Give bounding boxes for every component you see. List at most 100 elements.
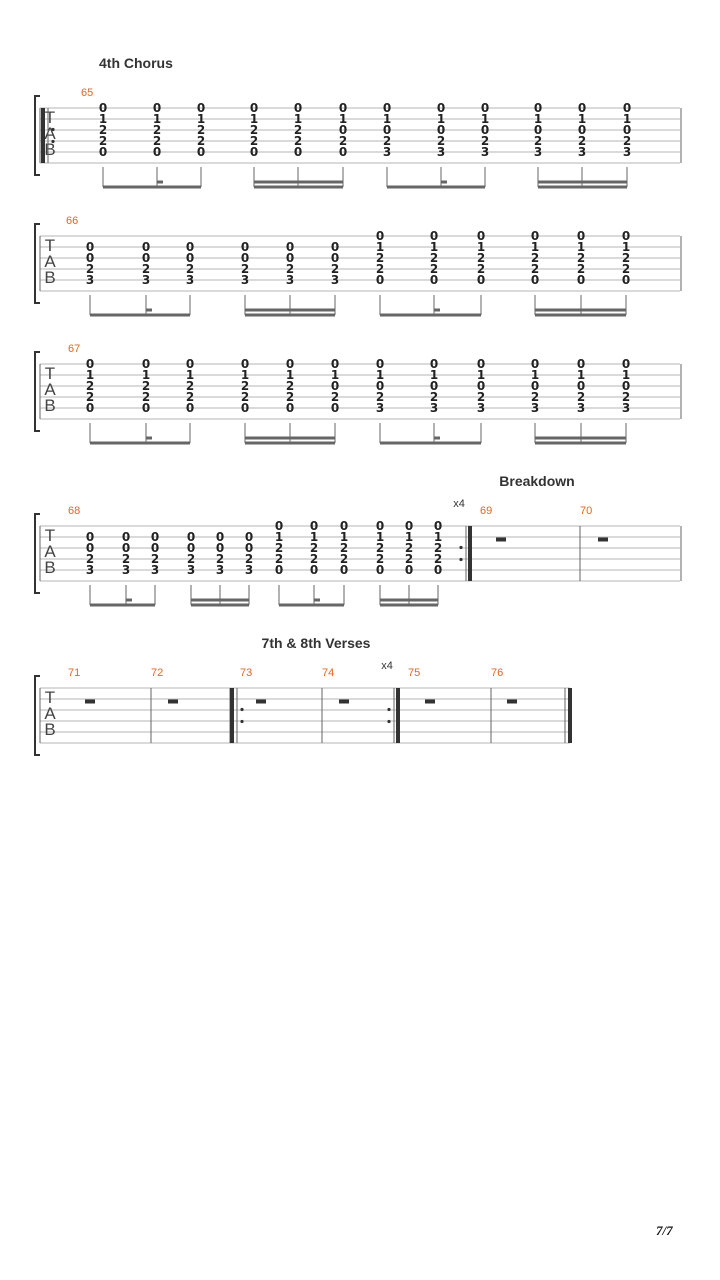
fret-number: 3: [216, 563, 224, 577]
fret-number: 1: [310, 530, 318, 544]
tab-clef-letter: B: [44, 396, 55, 415]
fret-number: 0: [622, 357, 630, 371]
fret-number: 2: [197, 123, 205, 137]
fret-number: 0: [339, 145, 347, 159]
fret-number: 2: [376, 552, 384, 566]
fret-number: 0: [86, 541, 94, 555]
fret-number: 0: [339, 123, 347, 137]
fret-number: 2: [622, 262, 630, 276]
whole-rest: [425, 699, 435, 704]
fret-number: 0: [481, 101, 489, 115]
fret-number: 0: [622, 229, 630, 243]
fret-number: 0: [153, 145, 161, 159]
fret-number: 2: [383, 134, 391, 148]
fret-number: 3: [241, 273, 249, 287]
fret-number: 0: [216, 541, 224, 555]
fret-number: 3: [534, 145, 542, 159]
fret-number: 1: [376, 368, 384, 382]
fret-number: 0: [122, 541, 130, 555]
measure-number: 68: [68, 505, 80, 517]
fret-number: 0: [294, 101, 302, 115]
fret-number: 2: [142, 262, 150, 276]
fret-number: 0: [577, 229, 585, 243]
fret-number: 0: [430, 379, 438, 393]
page-number: 7/7: [656, 1223, 673, 1238]
fret-number: 1: [437, 112, 445, 126]
fret-number: 2: [86, 390, 94, 404]
fret-number: 0: [86, 530, 94, 544]
fret-number: 2: [430, 390, 438, 404]
fret-number: 0: [376, 229, 384, 243]
fret-number: 2: [340, 541, 348, 555]
fret-number: 3: [86, 563, 94, 577]
fret-number: 2: [430, 262, 438, 276]
whole-rest: [85, 699, 95, 704]
fret-number: 2: [186, 262, 194, 276]
tab-clef-letter: B: [44, 268, 55, 287]
fret-number: 2: [531, 262, 539, 276]
fret-number: 3: [331, 273, 339, 287]
fret-number: 2: [405, 541, 413, 555]
tab-clef-letter: B: [44, 140, 55, 159]
measure: 75: [408, 667, 492, 743]
tab-clef-letter: T: [45, 108, 55, 127]
fret-number: 0: [99, 145, 107, 159]
fret-number: 0: [531, 357, 539, 371]
section-heading: 4th Chorus: [99, 55, 173, 71]
system-bracket: [34, 223, 40, 304]
fret-number: 2: [477, 251, 485, 265]
fret-number: 0: [310, 519, 318, 533]
fret-number: 3: [142, 273, 150, 287]
fret-number: 2: [286, 379, 294, 393]
fret-number: 0: [142, 357, 150, 371]
fret-number: 0: [241, 401, 249, 415]
fret-number: 2: [122, 552, 130, 566]
tab-clef-letter: A: [44, 252, 56, 271]
fret-number: 0: [241, 240, 249, 254]
fret-number: 2: [534, 134, 542, 148]
whole-rest: [507, 699, 517, 704]
fret-number: 2: [376, 541, 384, 555]
fret-number: 0: [197, 145, 205, 159]
fret-number: 2: [86, 262, 94, 276]
fret-number: 3: [622, 401, 630, 415]
fret-number: 1: [241, 368, 249, 382]
fret-number: 0: [99, 101, 107, 115]
fret-number: 0: [86, 251, 94, 265]
fret-number: 0: [430, 273, 438, 287]
fret-number: 0: [245, 541, 253, 555]
fret-number: 1: [477, 368, 485, 382]
fret-number: 2: [339, 134, 347, 148]
measure: 73: [230, 667, 323, 743]
tab-clef-letter: B: [44, 720, 55, 739]
fret-number: 0: [241, 357, 249, 371]
repeat-dot: [240, 707, 244, 712]
fret-number: 0: [331, 379, 339, 393]
fret-number: 0: [531, 229, 539, 243]
measure-number: 71: [68, 667, 80, 679]
fret-number: 2: [622, 251, 630, 265]
fret-number: 2: [275, 541, 283, 555]
fret-number: 0: [331, 357, 339, 371]
fret-number: 1: [86, 368, 94, 382]
fret-number: 2: [477, 262, 485, 276]
fret-number: 0: [340, 519, 348, 533]
fret-number: 3: [531, 401, 539, 415]
fret-number: 1: [99, 112, 107, 126]
fret-number: 0: [430, 229, 438, 243]
fret-number: 2: [216, 552, 224, 566]
fret-number: 2: [275, 552, 283, 566]
tab-system: TAB68x4002300230023002300230023012200122…: [34, 498, 682, 607]
fret-number: 2: [430, 251, 438, 265]
fret-number: 2: [142, 390, 150, 404]
fret-number: 3: [383, 145, 391, 159]
fret-number: 2: [376, 262, 384, 276]
fret-number: 0: [405, 563, 413, 577]
fret-number: 0: [86, 357, 94, 371]
fret-number: 0: [331, 240, 339, 254]
fret-number: 2: [531, 390, 539, 404]
tab-clef-letter: A: [44, 704, 56, 723]
